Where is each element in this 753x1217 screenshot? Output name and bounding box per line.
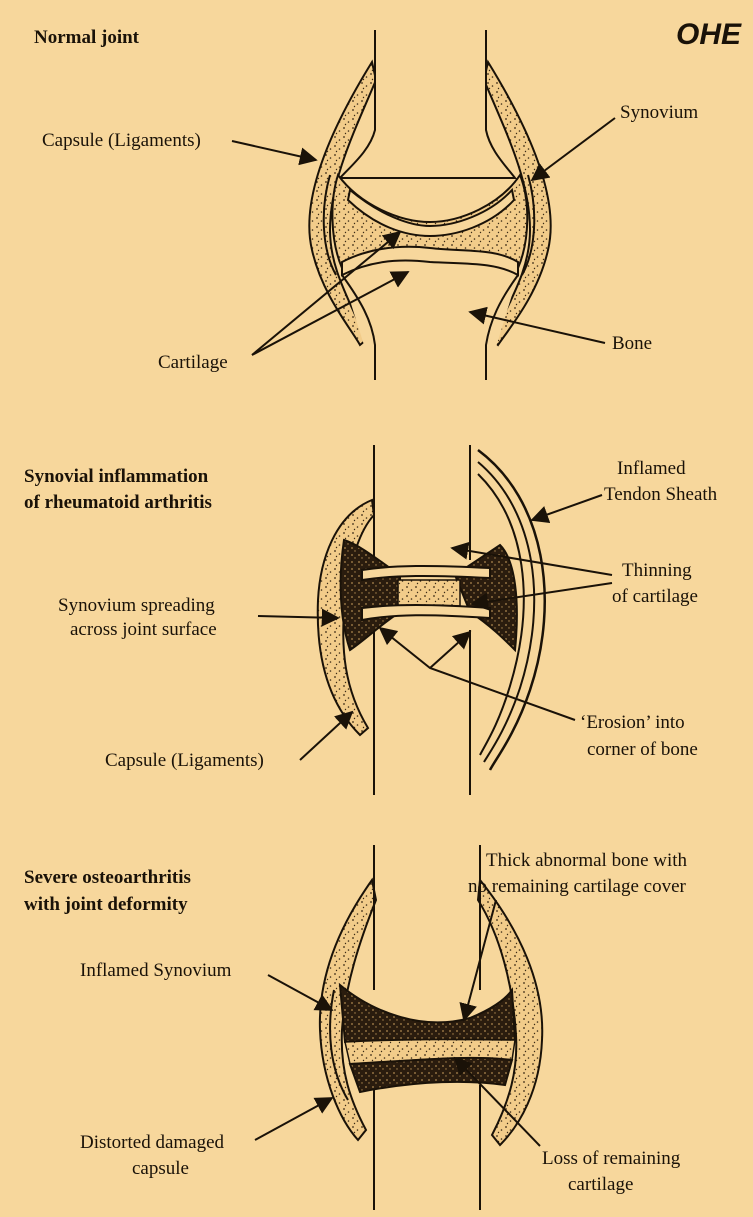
label-loss-line1: Loss of remaining xyxy=(542,1148,681,1169)
label-synovium: Synovium xyxy=(620,102,698,123)
label-distorted-line1: Distorted damaged xyxy=(80,1132,225,1153)
label-synovium-line1: Synovium spreading xyxy=(58,595,215,616)
label-tendon-line1: Inflamed xyxy=(617,458,686,479)
arrow-erosion-right xyxy=(430,632,470,668)
label-capsule: Capsule (Ligaments) xyxy=(105,750,264,771)
panel-title-line2: of rheumatoid arthritis xyxy=(24,492,212,513)
label-synovium-line2: across joint surface xyxy=(70,619,217,640)
ohe-logo: OHE xyxy=(676,18,742,51)
label-erosion-line2: corner of bone xyxy=(587,739,698,760)
synovium-dark-left xyxy=(341,540,400,650)
label-thick-bone-line1: Thick abnormal bone with xyxy=(486,850,688,871)
arrow-synovium xyxy=(532,118,615,180)
label-tendon-line2: Tendon Sheath xyxy=(604,484,718,505)
label-thinning-line1: Thinning xyxy=(622,560,692,581)
panel-title-line1: Severe osteoarthritis xyxy=(24,867,191,888)
label-thick-bone-line2: no remaining cartilage cover xyxy=(468,876,687,897)
label-distorted-line2: capsule xyxy=(132,1158,189,1179)
arrow-capsule xyxy=(232,141,316,160)
label-thinning-line2: of cartilage xyxy=(612,586,698,607)
thick-bone-lower xyxy=(350,1058,512,1092)
panel-rheumatoid: Synovial inflammation of rheumatoid arth… xyxy=(24,445,718,795)
joint-space xyxy=(398,580,460,606)
label-capsule: Capsule (Ligaments) xyxy=(42,130,201,151)
arrow-distorted-capsule xyxy=(255,1098,332,1140)
cartilage-upper-thin xyxy=(362,566,490,580)
upper-bone xyxy=(374,845,480,990)
panel-title: Normal joint xyxy=(34,27,140,48)
thick-bone-upper xyxy=(340,985,515,1042)
label-bone: Bone xyxy=(612,333,652,354)
panel-title-line1: Synovial inflammation xyxy=(24,466,209,487)
label-inflamed-synovium: Inflamed Synovium xyxy=(80,960,232,981)
label-loss-line2: cartilage xyxy=(568,1174,633,1195)
arrow-capsule xyxy=(300,712,352,760)
lower-bone xyxy=(374,630,470,795)
cartilage-lower-thin xyxy=(362,605,490,620)
lower-bone xyxy=(374,1085,480,1210)
arrow-erosion-left xyxy=(380,628,575,720)
label-cartilage: Cartilage xyxy=(158,352,228,373)
panel-normal-joint: Normal joint Capsule (Ligaments) Synoviu… xyxy=(34,27,698,380)
panel-osteoarthritis: Severe osteoarthritis with joint deformi… xyxy=(24,845,688,1210)
label-erosion-line1: ‘Erosion’ into xyxy=(580,712,685,733)
lower-bone xyxy=(342,275,518,380)
panel-title-line2: with joint deformity xyxy=(24,894,188,915)
synovium-dark-right xyxy=(455,545,517,650)
arrow-tendon-sheath xyxy=(532,495,602,520)
upper-bone xyxy=(374,445,470,560)
